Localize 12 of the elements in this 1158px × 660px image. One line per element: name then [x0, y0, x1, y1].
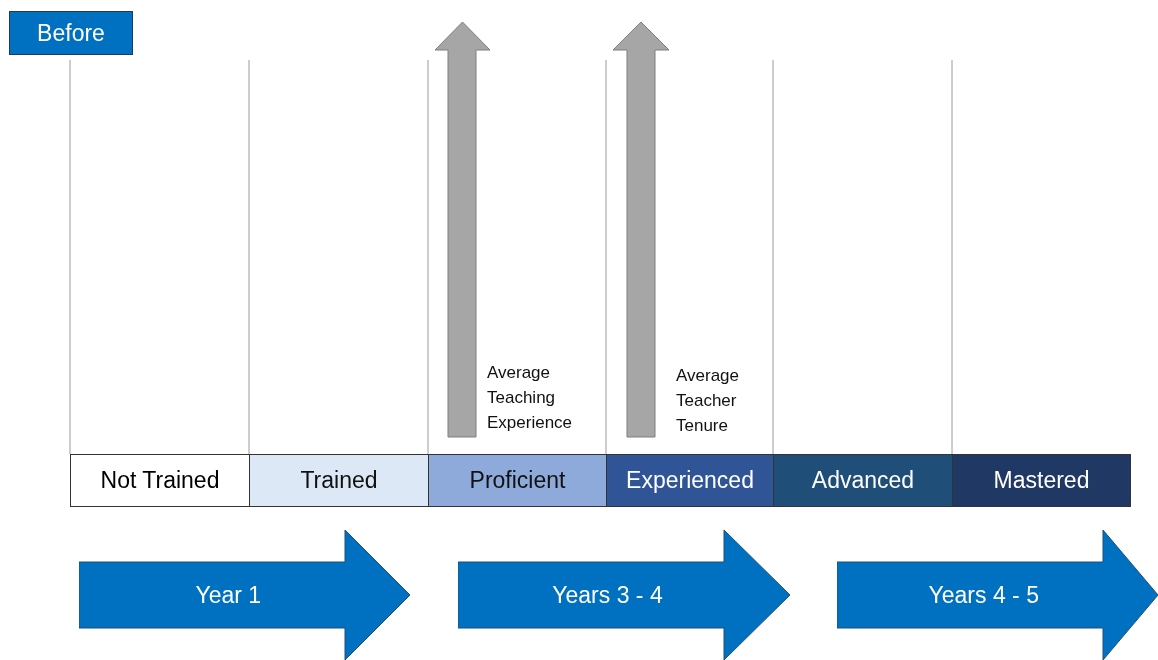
level-box: Not Trained — [70, 454, 250, 507]
arrow-caption: Average Teacher Tenure — [676, 365, 740, 437]
timeline-arrow: Years 3 - 4 — [458, 530, 790, 660]
level-box: Experienced — [606, 454, 774, 507]
level-box: Proficient — [428, 454, 607, 507]
level-box: Mastered — [952, 454, 1131, 507]
level-box: Advanced — [773, 454, 953, 507]
level-box: Trained — [249, 454, 429, 507]
arrow-caption: Average Teaching Experience — [487, 362, 574, 434]
tag-label: Before — [9, 11, 133, 55]
timeline-arrow: Years 4 - 5 — [837, 530, 1158, 660]
timeline-arrow: Year 1 — [79, 530, 410, 660]
